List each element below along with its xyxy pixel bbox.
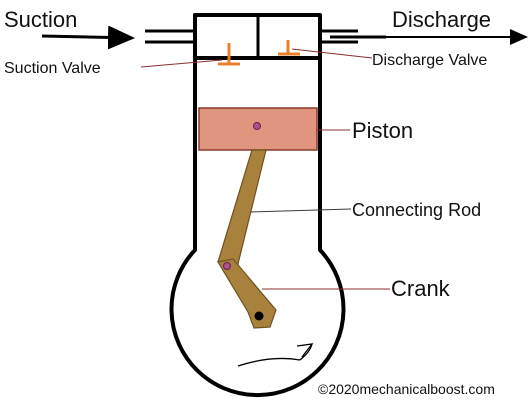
- crank-pin: [223, 262, 231, 270]
- discharge-label: Discharge: [392, 7, 491, 32]
- discharge-valve: [278, 40, 300, 56]
- suction-valve-label: Suction Valve: [4, 60, 101, 77]
- crank-label: Crank: [391, 276, 451, 301]
- crank-arm: [217, 258, 277, 329]
- discharge-pipe: [318, 29, 358, 44]
- crankshaft-center: [254, 311, 264, 321]
- leader-connecting-rod: [250, 208, 352, 213]
- suction-valve: [218, 43, 240, 66]
- copyright-credit: ©2020mechanicalboost.com: [318, 381, 495, 397]
- rotation-arrow-icon: [237, 343, 314, 367]
- suction-label: Suction: [4, 7, 77, 32]
- piston-label: Piston: [352, 118, 413, 143]
- cylinder-outline: [169, 13, 346, 398]
- leader-discharge-valve: [291, 48, 373, 59]
- piston-pin: [253, 122, 261, 130]
- suction-pipe: [145, 29, 197, 44]
- connecting-rod: [217, 149, 267, 269]
- leader-suction-valve: [140, 59, 223, 68]
- connecting-rod-label: Connecting Rod: [352, 200, 481, 220]
- discharge-valve-label: Discharge Valve: [372, 52, 487, 69]
- suction-arrow-icon: [41, 25, 135, 50]
